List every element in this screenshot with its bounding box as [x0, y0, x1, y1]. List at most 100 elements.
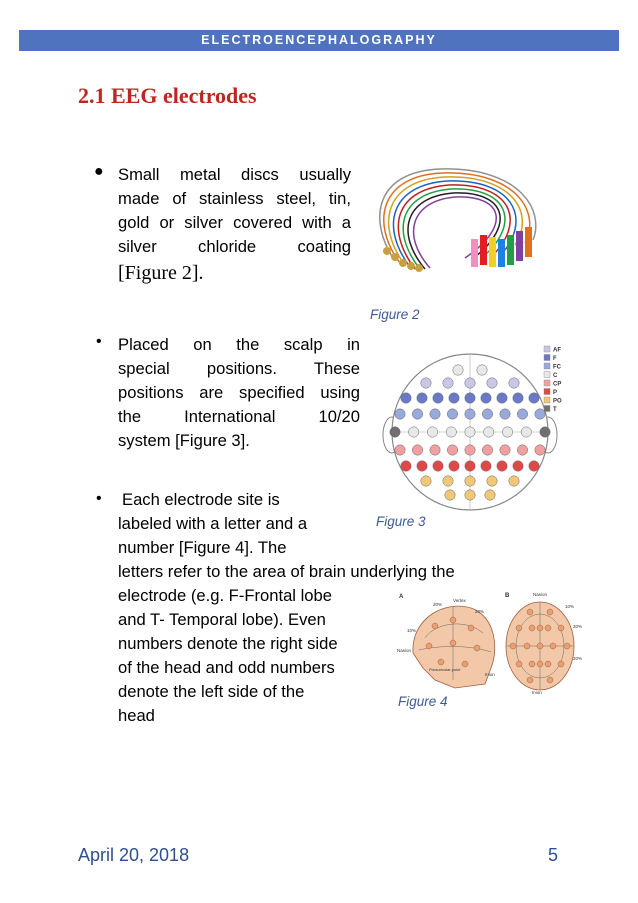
text-line: Placed on the scalp in: [118, 335, 360, 354]
inion-label-b: Inion: [532, 690, 542, 695]
legend-swatch: [543, 362, 551, 370]
bullet-2-marker: •: [96, 333, 102, 350]
text-line: system [Figure 3].: [118, 431, 250, 450]
electrode-dot: [429, 444, 441, 456]
electrode-dot: [528, 460, 540, 472]
section-title: 2.1 EEG electrodes: [78, 83, 257, 108]
electrode-dot: [499, 408, 511, 420]
pct-label: 20%: [573, 624, 582, 629]
pct-label: 10%: [565, 604, 574, 609]
electrode-dots: [389, 364, 551, 501]
electrode-dot: [534, 444, 546, 456]
text-line: silver chloride coating: [118, 237, 351, 256]
pct-label: 20%: [573, 656, 582, 661]
text-line: letters refer to the area of brain under…: [118, 562, 455, 581]
bullet-1-text: Small metal discs usually made of stainl…: [118, 163, 351, 285]
electrode-leads-figure: [379, 168, 537, 272]
running-header: ELECTROENCEPHALOGRAPHY: [19, 30, 619, 51]
electrode-dot: [464, 392, 476, 404]
electrode-dot: [512, 460, 524, 472]
pct-label: 20%: [433, 602, 442, 607]
legend-swatch: [543, 379, 551, 387]
electrode-dot: [442, 475, 454, 487]
legend-label: P: [553, 390, 557, 396]
electrode-dot: [447, 444, 458, 456]
electrode-dot: [517, 444, 528, 456]
electrode-dot: [427, 426, 438, 438]
nasion-label-b: Nasion: [533, 592, 548, 597]
electrode-dot: [528, 392, 540, 404]
text-line: and T- Temporal lobe). Even: [118, 610, 326, 629]
text-line: gold or silver covered with a: [118, 213, 351, 232]
electrode-dot: [464, 408, 476, 420]
figure-2-caption: Figure 2: [370, 307, 420, 322]
pct-label: 20%: [475, 609, 484, 614]
panel-b-label: B: [505, 593, 510, 599]
legend-swatch: [543, 371, 551, 378]
figure-4-caption: Figure 4: [398, 694, 448, 709]
bullet-3-text: Each electrode site is labeled with a le…: [118, 488, 518, 728]
text-line: number [Figure 4]. The: [118, 538, 287, 557]
electrode-dot: [502, 426, 513, 438]
electrode-dot: [448, 460, 460, 472]
bullet-2-text: Placed on the scalp in special positions…: [118, 333, 360, 453]
legend-label: C: [553, 373, 558, 379]
electrode-dot: [412, 444, 423, 456]
legend-swatch: [543, 354, 551, 361]
electrode-dot: [464, 444, 476, 456]
electrode-dot: [452, 364, 464, 376]
electrode-dot: [429, 408, 441, 420]
legend-label: FC: [553, 365, 562, 371]
electrode-dot: [539, 426, 551, 438]
electrode-dot: [464, 475, 476, 487]
text-line: denote the left side of the: [118, 682, 305, 701]
electrode-dot: [432, 392, 444, 404]
legend-label: F: [553, 356, 557, 362]
legend-label: PO: [553, 399, 562, 405]
electrode-dot: [389, 426, 401, 438]
electrode-dot: [448, 392, 460, 404]
electrode-dot: [416, 460, 428, 472]
electrode-dot: [420, 475, 432, 487]
electrode-dot: [508, 475, 520, 487]
pct-label: 10%: [407, 628, 416, 633]
preauricular-label: Preauricular point: [429, 667, 461, 672]
electrode-dot: [442, 377, 454, 389]
electrode-dot: [517, 408, 528, 420]
electrode-dot: [496, 460, 508, 472]
electrode-dot: [508, 377, 520, 389]
electrode-dot: [416, 392, 428, 404]
electrode-dot: [499, 444, 511, 456]
legend-label: AF: [553, 348, 561, 354]
text-line: made of stainless steel, tin,: [118, 189, 351, 208]
electrode-dot: [512, 392, 524, 404]
electrode-dot: [486, 475, 498, 487]
legend-swatch: [543, 388, 551, 395]
text-line: of the head and odd numbers: [118, 658, 335, 677]
electrode-dot: [394, 408, 406, 420]
electrode-dot: [464, 489, 476, 501]
electrode-dot: [480, 460, 492, 472]
legend-label: T: [553, 407, 557, 413]
panel-a-label: A: [399, 594, 404, 600]
electrode-dot: [420, 377, 432, 389]
text-line: special positions. These: [118, 359, 360, 378]
text-line: electrode (e.g. F-Frontal lobe: [118, 586, 332, 605]
vertex-label: Vertex: [453, 598, 467, 603]
electrode-dot: [432, 460, 444, 472]
electrode-dot: [444, 489, 456, 501]
nasion-label-a: Nasion: [397, 648, 412, 653]
electrode-dot: [496, 392, 508, 404]
head-diagram-figure: A B Vertex Nasion Preauricular point Ini…: [397, 592, 582, 695]
inion-label-a: Inion: [485, 672, 495, 677]
electrode-dot: [464, 377, 476, 389]
text-line: Each electrode site is: [122, 490, 280, 509]
electrode-dot: [476, 364, 488, 376]
figure-3-caption: Figure 3: [376, 514, 426, 529]
electrode-dot: [394, 444, 406, 456]
electrode-dot: [482, 444, 493, 456]
bullet-1-marker: ●: [94, 163, 104, 180]
legend-swatch: [543, 405, 551, 412]
legend-swatch: [543, 396, 551, 404]
